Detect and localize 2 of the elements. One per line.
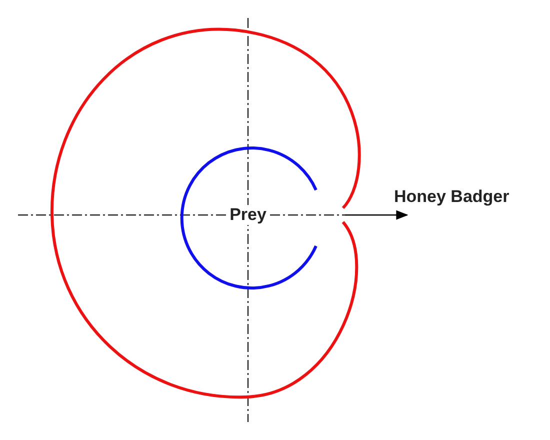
arrow-label: Honey Badger (394, 187, 510, 207)
center-label: Prey (226, 205, 270, 225)
